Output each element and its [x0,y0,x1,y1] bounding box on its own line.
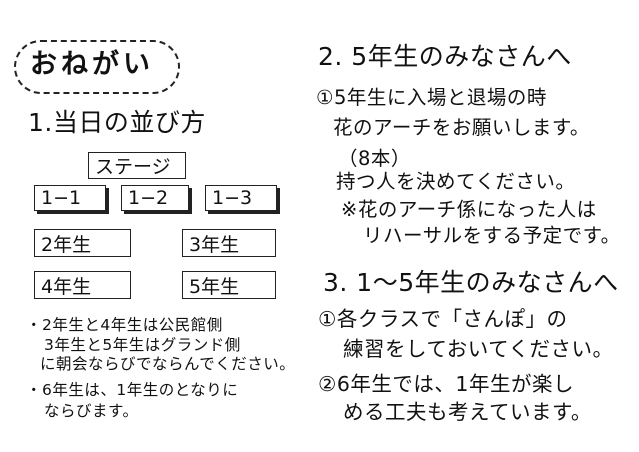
title-bubble [14,40,180,94]
section3-line: める工夫も考えています。 [343,400,592,424]
grade-box-2: 2年生 [34,229,131,257]
section2-line: （8本） [338,147,411,170]
section2-line: ※花のアーチ係になった人は [341,198,597,221]
note-line: 3年生と5年生はグランド側 [44,336,241,354]
class-box-1-1: 1−1 [34,185,106,211]
section3-line: 練習をしておいてください。 [343,337,614,361]
section2-line: 花のアーチをお願いします。 [333,116,590,139]
class-box-1-3: 1−3 [205,185,277,211]
section2-line: 持つ人を決めてください。 [336,170,576,193]
note-line: ・6年生は、1年生のとなりに [26,381,239,399]
section1-heading: 1.当日の並び方 [28,108,206,137]
section3-line: ①各クラスで「さんぽ」の [318,307,568,331]
grade-box-3: 3年生 [182,229,276,257]
section2-heading: 2. 5年生のみなさんへ [318,42,572,71]
note-line: ・2年生と4年生は公民館側 [26,316,223,334]
note-line: ならびます。 [44,402,139,420]
section2-line: リハーサルをする予定です。 [363,224,621,247]
page-title: おねがい [30,49,154,80]
section2-line: ①5年生に入場と退場の時 [316,86,547,109]
class-box-1-2: 1−2 [121,185,189,211]
section3-heading: 3. 1〜5年生のみなさんへ [323,268,619,297]
note-line: に朝会ならびでならんでください。 [40,355,296,373]
grade-box-5: 5年生 [182,271,276,299]
section3-line: ②6年生では、1年生が楽し [318,372,574,396]
stage-box: ステージ [88,152,186,179]
grade-box-4: 4年生 [34,271,131,299]
